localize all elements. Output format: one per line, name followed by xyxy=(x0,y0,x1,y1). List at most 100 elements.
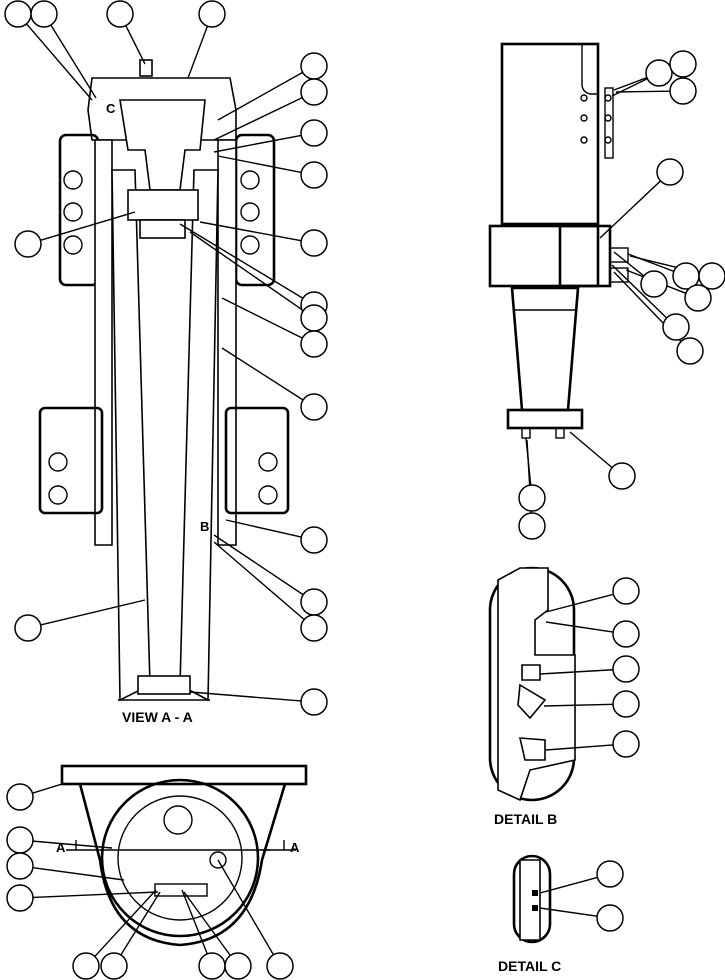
leader-line xyxy=(545,744,614,751)
callout-balloon xyxy=(300,614,328,642)
leader-line xyxy=(545,621,614,633)
detail-b-view xyxy=(488,566,576,802)
callout-balloon xyxy=(612,690,640,718)
leader-line xyxy=(221,347,304,401)
callout-balloon xyxy=(612,730,640,758)
detail-c-caption: DETAIL C xyxy=(498,958,561,974)
leader-line xyxy=(32,783,63,794)
leader-line xyxy=(94,889,157,957)
callout-balloon xyxy=(608,462,636,490)
leader-line xyxy=(217,859,275,956)
leader-line xyxy=(217,155,302,174)
callout-balloon xyxy=(300,52,328,80)
callout-balloon xyxy=(100,952,128,980)
callout-balloon xyxy=(14,614,42,642)
view-aa-caption: VIEW A - A xyxy=(122,709,193,725)
leader-line xyxy=(40,599,146,626)
callout-balloon xyxy=(676,337,704,365)
callout-balloon xyxy=(518,484,546,512)
callout-balloon xyxy=(684,284,712,312)
leader-line xyxy=(611,78,648,97)
detail-c-view xyxy=(512,854,552,944)
leader-line xyxy=(125,25,146,65)
leader-line xyxy=(32,867,125,881)
callout-balloon xyxy=(300,393,328,421)
leader-line xyxy=(569,431,613,469)
leader-line xyxy=(40,211,136,241)
callout-balloon xyxy=(612,655,640,683)
callout-balloon xyxy=(669,77,697,105)
callout-balloon xyxy=(300,588,328,616)
callout-balloon xyxy=(300,229,328,257)
callout-balloon xyxy=(645,59,673,87)
leader-line xyxy=(189,231,304,312)
callout-balloon xyxy=(6,826,34,854)
leader-line xyxy=(545,593,614,613)
leader-line xyxy=(213,134,302,153)
callout-balloon xyxy=(698,262,725,290)
leader-line xyxy=(539,669,614,675)
leader-line xyxy=(213,541,305,621)
callout-balloon xyxy=(662,313,690,341)
callout-balloon xyxy=(640,270,668,298)
callout-balloon xyxy=(596,860,624,888)
leader-line xyxy=(539,876,598,894)
leader-line xyxy=(613,251,645,277)
leader-line xyxy=(32,840,113,849)
callout-balloon xyxy=(300,526,328,554)
callout-balloon xyxy=(656,158,684,186)
callout-balloon xyxy=(198,952,226,980)
detail-b-caption: DETAIL B xyxy=(494,811,557,827)
callout-balloon xyxy=(6,783,34,811)
callout-balloon xyxy=(669,50,697,78)
callout-balloon xyxy=(612,577,640,605)
leader-line xyxy=(32,891,159,899)
leader-lines xyxy=(25,23,700,957)
callout-balloon xyxy=(300,688,328,716)
leader-line xyxy=(221,297,303,339)
leader-line xyxy=(189,691,302,702)
callout-balloon xyxy=(224,952,252,980)
leader-line xyxy=(25,23,93,101)
leader-line xyxy=(183,891,231,956)
leader-line xyxy=(217,71,304,121)
callout-balloon xyxy=(300,304,328,332)
leader-line xyxy=(615,90,671,93)
callout-balloon xyxy=(300,119,328,147)
side-view xyxy=(488,42,629,439)
leader-line xyxy=(611,264,668,319)
callout-balloon xyxy=(6,884,34,912)
callout-balloon xyxy=(266,952,294,980)
callout-balloon xyxy=(300,330,328,358)
view-aa-section: C B xyxy=(38,59,290,702)
bottom-view: A A xyxy=(56,764,308,947)
callout-balloon xyxy=(4,0,32,28)
leader-line xyxy=(179,223,304,299)
callout-balloons xyxy=(4,0,725,980)
callout-balloon xyxy=(6,852,34,880)
leader-line xyxy=(599,180,662,239)
callout-balloon xyxy=(72,952,100,980)
callout-balloon xyxy=(106,0,134,28)
callout-balloon xyxy=(300,78,328,106)
section-mark-right: A xyxy=(290,840,300,855)
callout-balloon xyxy=(14,230,42,258)
callout-balloon xyxy=(596,904,624,932)
leader-line xyxy=(539,907,598,917)
leader-line xyxy=(187,25,209,79)
detail-b-marker: B xyxy=(200,519,209,534)
leader-line xyxy=(543,703,614,707)
callout-balloon xyxy=(300,161,328,189)
leader-line xyxy=(225,519,302,538)
detail-c-marker: C xyxy=(106,101,116,116)
section-mark-left: A xyxy=(56,840,66,855)
leader-line xyxy=(213,96,303,141)
leader-line xyxy=(213,534,304,596)
leader-line xyxy=(120,891,161,956)
leader-line xyxy=(199,221,302,242)
callout-balloon xyxy=(518,512,546,540)
callout-balloon xyxy=(198,0,226,28)
leader-line xyxy=(50,24,97,99)
callout-balloon xyxy=(30,0,58,28)
